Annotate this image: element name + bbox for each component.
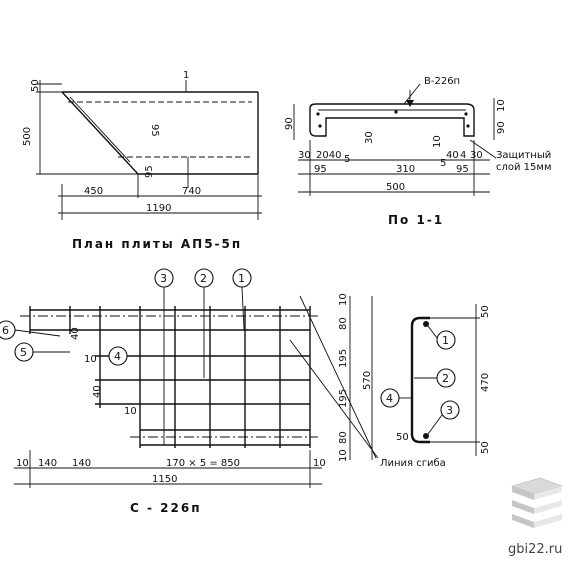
callout-3: 3 xyxy=(160,272,167,285)
rebar-dot xyxy=(466,124,470,128)
mesh-dim-b140b: 140 xyxy=(72,458,91,469)
rebar-dot xyxy=(464,112,468,116)
mesh-dim-b170: 170 × 5 = 850 xyxy=(166,458,240,469)
site-logo xyxy=(511,477,563,528)
logo-layer-1-front xyxy=(534,486,562,500)
plan-title: План плиты АП5-5п xyxy=(72,237,242,251)
plan-dim-95a: 95 xyxy=(149,124,160,137)
bend-leader-1 xyxy=(299,295,377,459)
section-dim-90r: 90 xyxy=(496,121,507,134)
mesh-dim-10top: 10 xyxy=(338,293,349,306)
plan-dim-95b: 95 xyxy=(144,165,155,178)
profile-callout-circle-3 xyxy=(440,400,460,420)
mesh-dim-195b: 195 xyxy=(338,389,349,408)
mesh-dim-b10l: 10 xyxy=(16,458,29,469)
callout-6: 6 xyxy=(2,324,9,337)
section-arrow-head xyxy=(406,100,414,107)
section-dim-500: 500 xyxy=(386,182,405,193)
profile-dim-50top: 50 xyxy=(480,305,491,318)
section-dim-30top: 30 xyxy=(364,131,375,144)
section-dim-5b: 5 xyxy=(440,158,446,169)
section-dim-40: 40 xyxy=(446,150,459,161)
slab-plan: 1 50 500 95 95 450 740 1190 План плиты А… xyxy=(22,70,262,251)
callout-2: 2 xyxy=(200,272,207,285)
leader-1 xyxy=(241,286,245,331)
plan-dim-50: 50 xyxy=(30,79,41,92)
section-profile xyxy=(309,103,475,137)
callout-leader xyxy=(403,83,421,105)
section-title: По 1-1 xyxy=(388,213,444,227)
profile-callout-4: 4 xyxy=(386,392,393,405)
section-callout: В-226п xyxy=(424,76,460,87)
leader-6 xyxy=(14,329,61,337)
profile-dim-50r: 50 xyxy=(396,432,409,443)
profile-leader-3 xyxy=(427,414,443,435)
profile-callout-circle-1 xyxy=(436,330,456,350)
section-dim-95l: 95 xyxy=(314,164,327,175)
note-leader xyxy=(469,139,497,159)
bent-profile: 1 2 3 4 50 470 50 50 xyxy=(380,304,491,456)
profile-dim-470: 470 xyxy=(480,373,491,392)
protective-note-2: слой 15мм xyxy=(496,162,552,173)
section-dim-30b: 30 xyxy=(470,150,483,161)
mesh-dim-80bot: 80 xyxy=(338,431,349,444)
bend-leader-2 xyxy=(289,339,379,459)
section-dim-2040: 2040 xyxy=(316,150,341,161)
mesh-c226: 3 2 1 6 5 4 xyxy=(0,268,446,515)
mesh-dim-b140a: 140 xyxy=(38,458,57,469)
protective-note-1: Защитный xyxy=(496,150,551,161)
plan-dim-450: 450 xyxy=(84,186,103,197)
mesh-dim-10a: 10 xyxy=(84,354,97,365)
mesh-dim-b10r: 10 xyxy=(313,458,326,469)
logo-layer-3-front xyxy=(534,514,562,528)
section-dim-10r: 10 xyxy=(496,99,507,112)
watermark-site: gbi22.ru xyxy=(508,542,562,557)
section-dim-30a: 30 xyxy=(298,150,311,161)
mesh-dim-195a: 195 xyxy=(338,349,349,368)
mesh-dim-80top: 80 xyxy=(338,317,349,330)
mesh-dim-10bot: 10 xyxy=(338,449,349,462)
section-dim-10b: 10 xyxy=(432,135,443,148)
section-dim-95r: 95 xyxy=(456,164,469,175)
plan-skew-edge xyxy=(61,91,139,175)
profile-leader-1 xyxy=(427,325,438,339)
mesh-dim-10c: 10 xyxy=(124,406,137,417)
callout-circle-4 xyxy=(108,346,128,366)
mesh-title: С - 226п xyxy=(130,501,201,515)
mesh-dim-40a: 40 xyxy=(70,327,81,340)
profile-shape xyxy=(410,316,430,444)
plan-dim-1190: 1190 xyxy=(146,203,171,214)
profile-callout-2: 2 xyxy=(442,372,449,385)
mesh-dim-b1150: 1150 xyxy=(152,474,177,485)
profile-rebar-bot xyxy=(423,433,429,439)
rebar-dot xyxy=(316,112,320,116)
profile-rebar-top xyxy=(423,321,429,327)
logo-layer-1-side xyxy=(512,486,534,500)
plan-dim-500: 500 xyxy=(22,127,33,146)
profile-dim-50bot: 50 xyxy=(480,441,491,454)
profile-callout-3: 3 xyxy=(446,404,453,417)
bend-line-label: Линия сгиба xyxy=(380,458,446,469)
mesh-dim-40b: 40 xyxy=(92,385,103,398)
callout-4: 4 xyxy=(114,350,121,363)
callout-1: 1 xyxy=(238,272,245,285)
plan-mark-1: 1 xyxy=(183,70,189,81)
logo-layer-3-side xyxy=(512,514,534,528)
section-dim-4: 4 xyxy=(460,150,466,161)
rebar-dot xyxy=(318,124,322,128)
section-dim-310: 310 xyxy=(396,164,415,175)
logo-layer-2-side xyxy=(512,500,534,514)
rebar-dot xyxy=(394,110,398,114)
logo-layer-2-front xyxy=(534,500,562,514)
callout-5: 5 xyxy=(20,346,27,359)
mesh-dim-570: 570 xyxy=(362,371,373,390)
section-dim-5a: 5 xyxy=(344,154,350,165)
section-1-1: В-226п 90 10 90 30 30 2040 5 10 40 4 30 … xyxy=(284,76,552,227)
plan-skew-rebar xyxy=(69,96,131,163)
section-dim-90l: 90 xyxy=(284,117,295,130)
plan-dim-740: 740 xyxy=(182,186,201,197)
profile-callout-1: 1 xyxy=(442,334,449,347)
